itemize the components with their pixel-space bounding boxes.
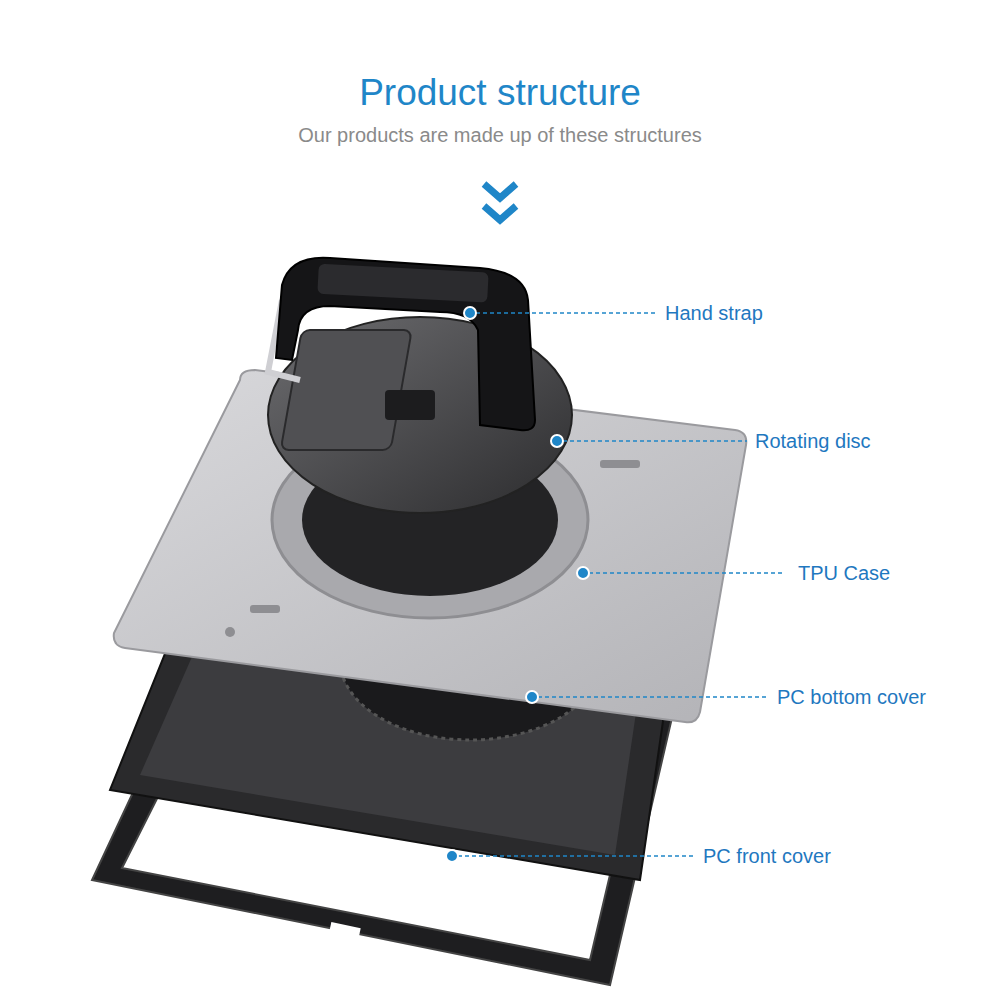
kickstand-slot (385, 390, 435, 420)
subtitle: Our products are made up of these struct… (0, 124, 1000, 147)
chevron-arrows (484, 184, 516, 220)
part-label: PC front cover (701, 845, 833, 868)
leader-dots (446, 307, 589, 862)
part-label: Rotating disc (753, 430, 873, 453)
leader-lines (458, 313, 785, 856)
part-label: PC bottom cover (775, 686, 928, 709)
part-label: TPU Case (796, 562, 892, 585)
page-title: Product structure (0, 72, 1000, 114)
strap-velcro (317, 264, 488, 303)
hand-strap (276, 258, 535, 431)
part-label: Hand strap (663, 302, 765, 325)
